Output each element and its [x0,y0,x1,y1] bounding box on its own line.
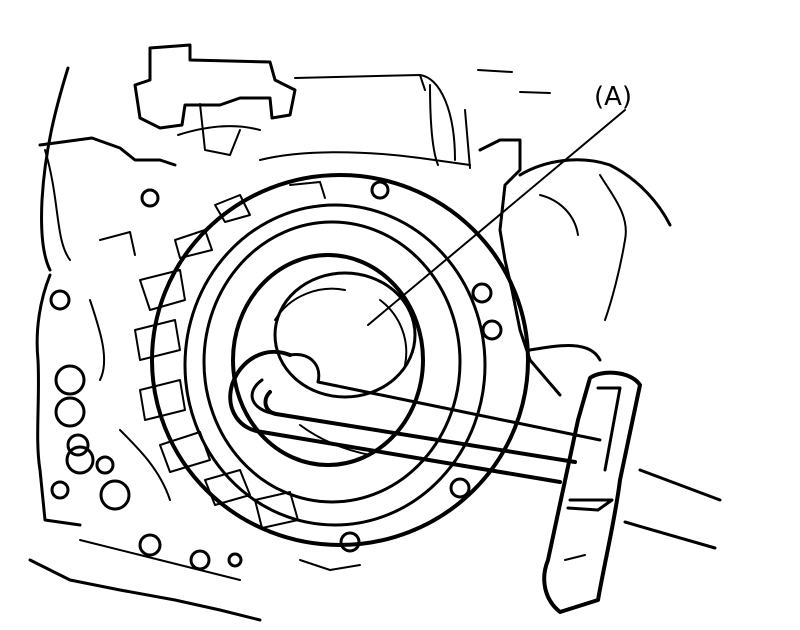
internal-ribs [89,181,361,571]
callout-leader-line [367,109,626,326]
seal-part-a [273,271,417,399]
housing-outline [28,66,562,622]
puller-handle [542,370,722,614]
bore-rings [150,173,530,547]
upper-bracket [133,43,551,169]
bolt-holes [49,180,503,571]
callout-label-a: (A) [594,82,633,112]
right-cover [518,158,672,362]
seal-puller-tool [228,349,602,484]
